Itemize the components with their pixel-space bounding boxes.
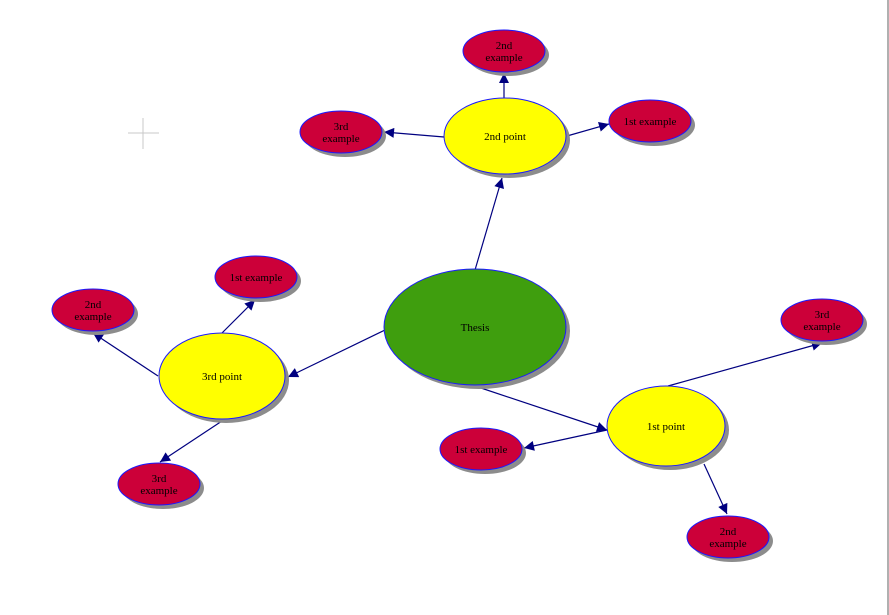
- node-ellipse: [439, 427, 523, 471]
- node-ellipse: [462, 29, 546, 73]
- node-label: 1st point: [647, 421, 685, 433]
- edge-p3-to-p3e1: [221, 299, 256, 334]
- node-ellipse: [443, 97, 567, 175]
- node-p2e1[interactable]: 1st example: [608, 99, 695, 146]
- node-label: Thesis: [461, 322, 490, 334]
- edge-p2-to-p2e1: [566, 121, 610, 137]
- edge-p1-to-p1e1: [523, 429, 608, 451]
- node-label: 2nd: [720, 526, 737, 538]
- node-p1e1[interactable]: 1st example: [439, 427, 526, 474]
- node-label: 3rd: [334, 121, 349, 133]
- node-label: 1st example: [624, 116, 677, 128]
- crosshair-cursor-icon: [128, 118, 159, 149]
- canvas-border: [887, 0, 889, 615]
- node-label: 3rd: [152, 473, 167, 485]
- node-ellipse: [780, 298, 864, 342]
- node-label: 3rd: [815, 309, 830, 321]
- node-p1[interactable]: 1st point: [606, 385, 729, 470]
- node-p3e1[interactable]: 1st example: [214, 255, 301, 302]
- edge-p1-to-p1e2: [703, 463, 728, 515]
- node-label: example: [74, 311, 111, 323]
- node-ellipse: [214, 255, 298, 299]
- node-ellipse: [383, 268, 567, 386]
- node-ellipse: [299, 110, 383, 154]
- node-label: 3rd point: [202, 371, 242, 383]
- node-ellipse: [606, 385, 726, 467]
- node-label: example: [140, 485, 177, 497]
- node-label: 2nd: [496, 40, 513, 52]
- node-label: example: [709, 538, 746, 550]
- node-p2[interactable]: 2nd point: [443, 97, 570, 178]
- node-ellipse: [158, 332, 286, 420]
- edge-p3-to-p3e3: [159, 420, 223, 463]
- edge-p1-to-p1e3: [667, 340, 823, 387]
- node-label: example: [322, 133, 359, 145]
- node-ellipse: [51, 288, 135, 332]
- node-label: 1st example: [230, 272, 283, 284]
- node-label: 2nd: [85, 299, 102, 311]
- node-ellipse: [117, 462, 201, 506]
- node-thesis[interactable]: Thesis: [383, 268, 570, 389]
- edge-thesis-to-p2: [474, 177, 504, 271]
- node-label: example: [485, 52, 522, 64]
- node-ellipse: [686, 515, 770, 559]
- edge-p3-to-p3e2: [92, 332, 159, 377]
- edge-p2-to-p2e3: [383, 127, 445, 138]
- node-label: 1st example: [455, 444, 508, 456]
- node-label: example: [803, 321, 840, 333]
- edge-thesis-to-p3: [287, 329, 386, 378]
- node-label: 2nd point: [484, 131, 526, 143]
- node-p3[interactable]: 3rd point: [158, 332, 289, 423]
- node-ellipse: [608, 99, 692, 143]
- edge-thesis-to-p1: [474, 385, 608, 432]
